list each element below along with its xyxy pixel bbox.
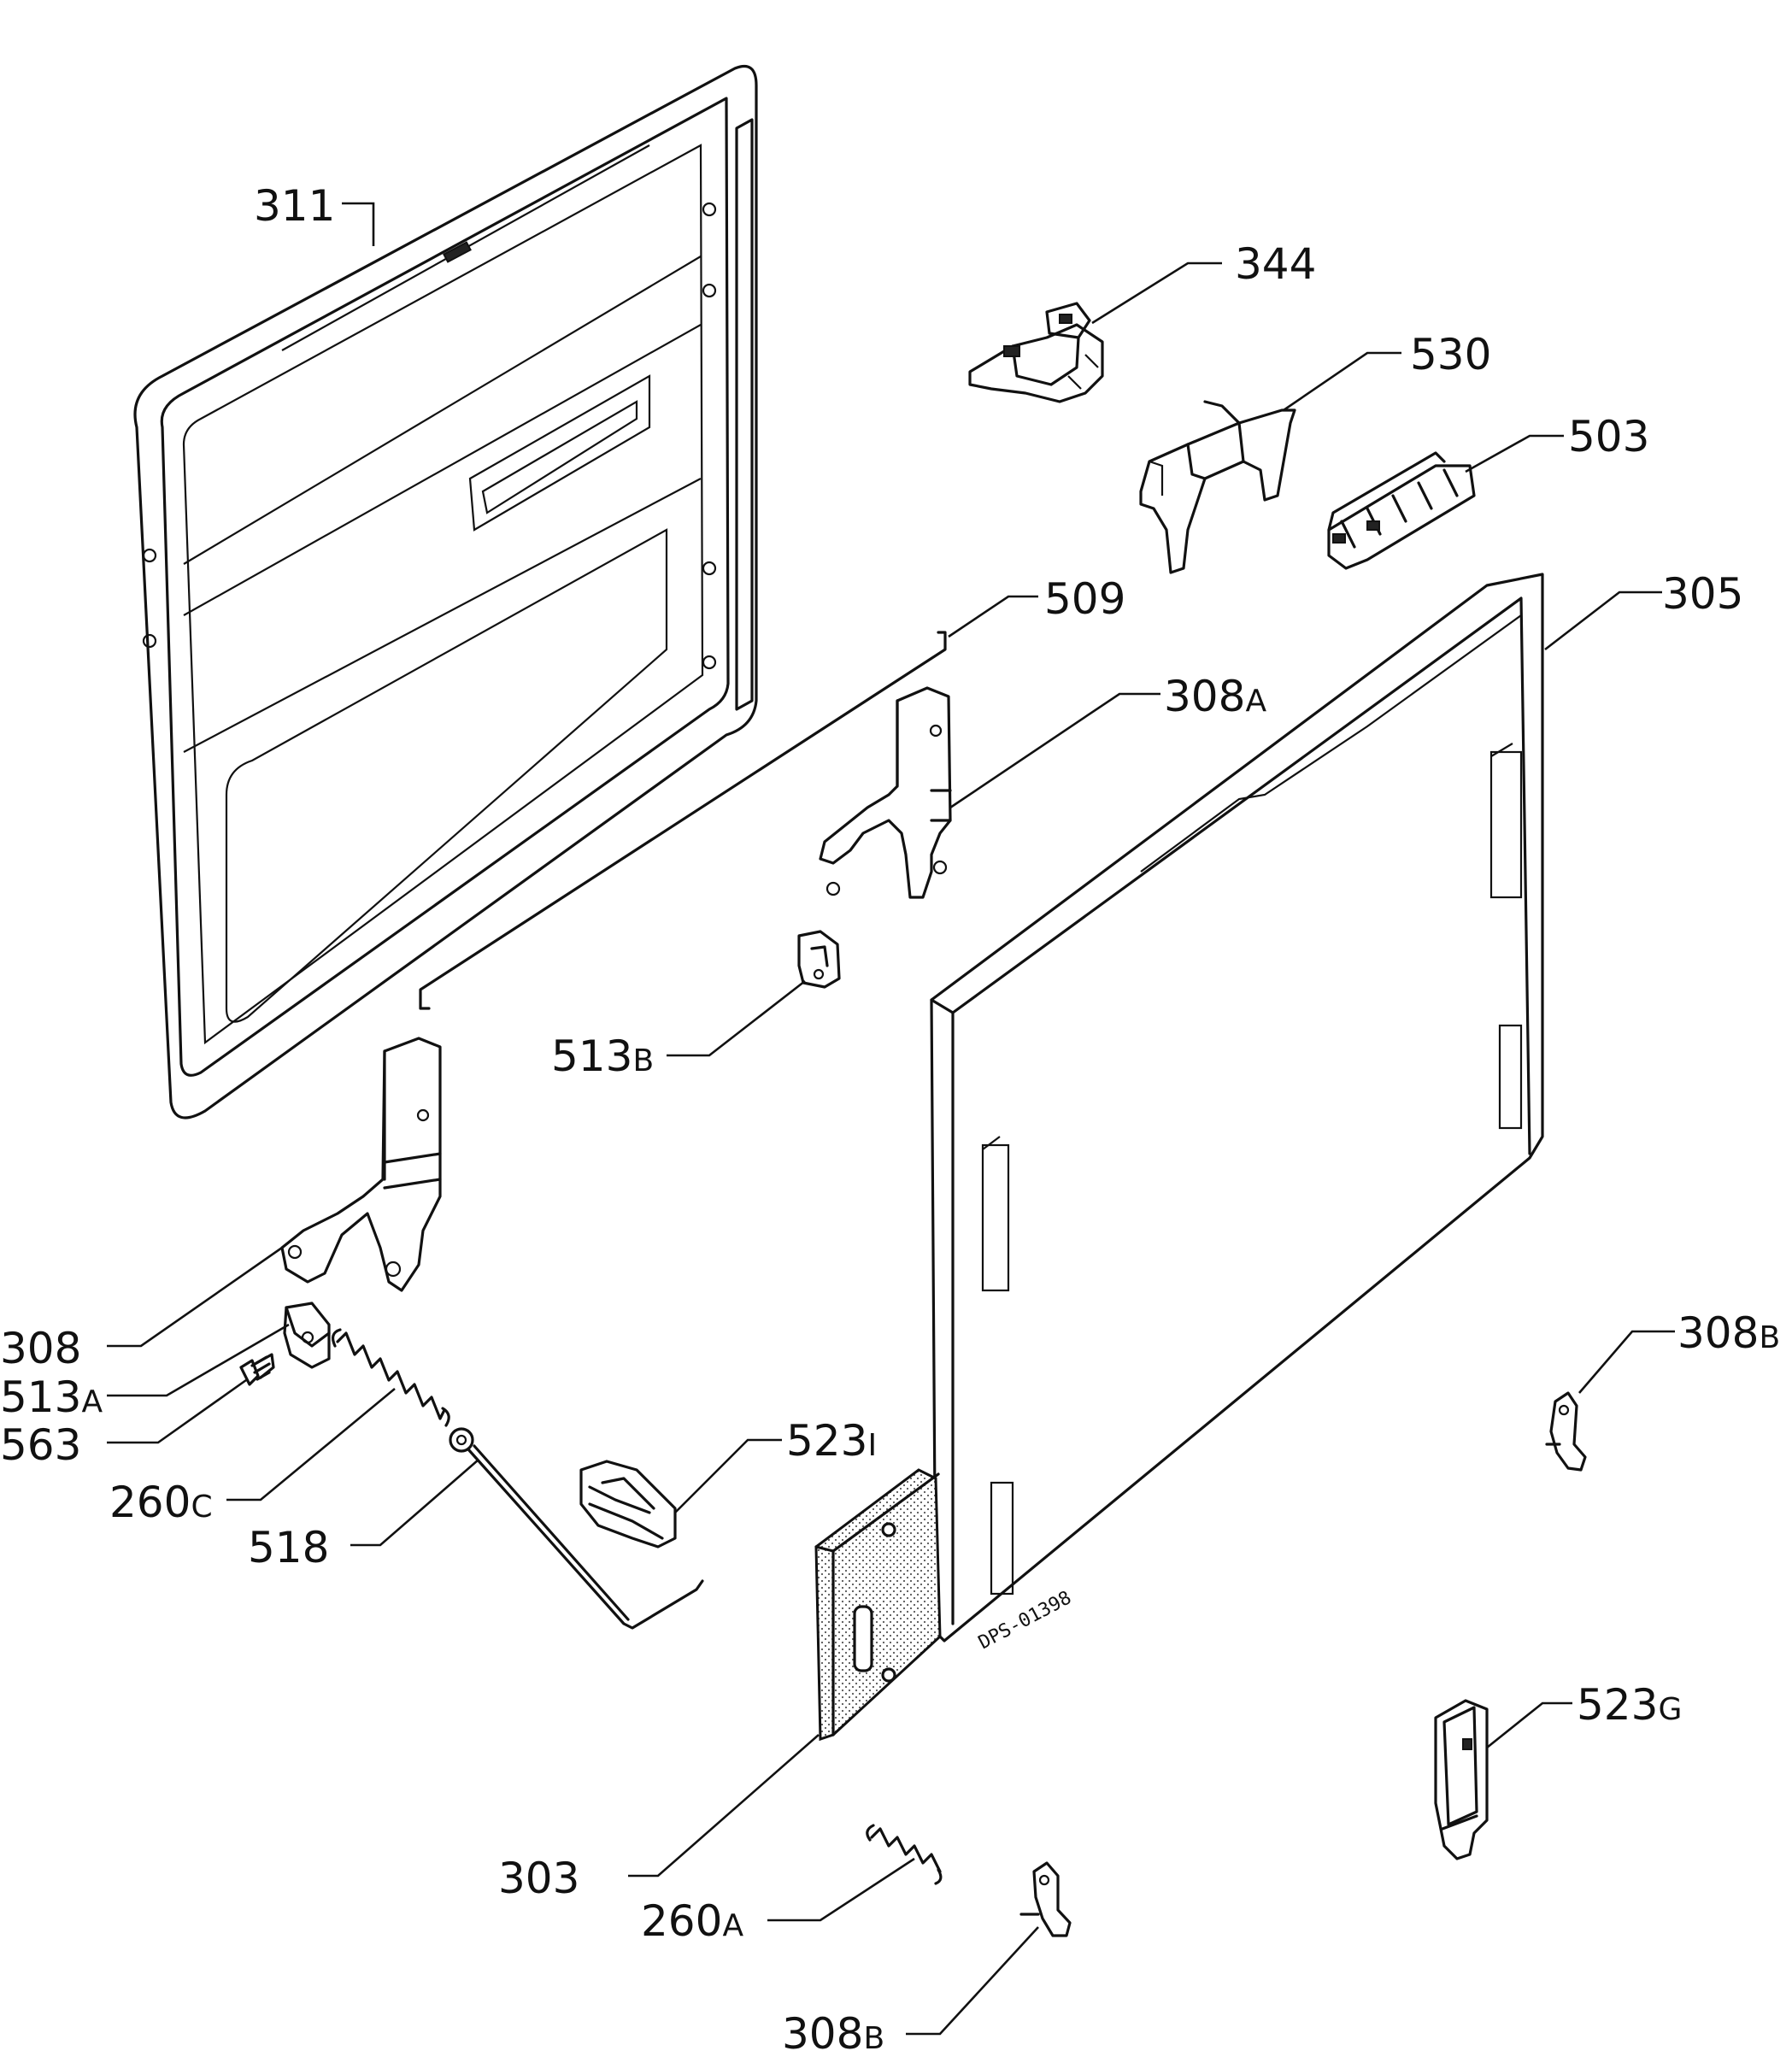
callout-530: 530: [1410, 330, 1491, 379]
part-308b-bottom: [1019, 1861, 1072, 1937]
callout-308b-right: 308B: [1677, 1308, 1780, 1358]
part-509-rod: [419, 631, 947, 1010]
part-513b: [797, 930, 841, 989]
part-523g-latch: [1434, 1699, 1489, 1860]
leader-308a: [949, 692, 1160, 809]
callout-523g: 523G: [1577, 1680, 1682, 1730]
part-260c-spring: [331, 1328, 450, 1427]
callout-513b: 513B: [551, 1031, 654, 1081]
callout-303: 303: [498, 1854, 579, 1903]
callout-513a: 513A: [0, 1372, 103, 1422]
leader-518: [350, 1459, 479, 1547]
leader-513b: [667, 979, 806, 1057]
part-503: [1327, 451, 1476, 570]
part-530: [1139, 400, 1296, 574]
part-518-rod: [449, 1427, 704, 1630]
callout-344: 344: [1235, 239, 1316, 289]
leader-303: [628, 1734, 820, 1878]
part-303-plate: [814, 1468, 942, 1742]
leader-509: [948, 595, 1038, 638]
part-305-outer-door: [930, 573, 1544, 1643]
part-308a-hinge: [819, 686, 952, 899]
callout-308: 308: [0, 1324, 81, 1373]
leader-308b-right: [1578, 1330, 1675, 1394]
leader-311: [342, 202, 375, 246]
callout-260c: 260C: [109, 1478, 213, 1527]
leader-308: [107, 1246, 283, 1348]
callout-308b-bottom: 308B: [782, 2009, 884, 2051]
leader-503: [1465, 434, 1564, 473]
callout-523i: 523I: [786, 1416, 877, 1466]
leader-305: [1544, 591, 1662, 651]
leader-260c: [226, 1387, 396, 1502]
leader-513a: [107, 1323, 290, 1397]
callout-509: 509: [1044, 574, 1125, 624]
part-308b-right: [1545, 1391, 1587, 1472]
leader-530: [1283, 351, 1401, 412]
part-308-hinge: [280, 1037, 442, 1292]
leader-344: [1091, 262, 1222, 325]
part-513a: [283, 1302, 331, 1369]
callout-518: 518: [248, 1523, 329, 1572]
callout-260a: 260A: [641, 1896, 743, 1946]
leader-523i: [674, 1438, 782, 1513]
callout-305: 305: [1662, 569, 1743, 619]
callout-308a: 308A: [1164, 672, 1266, 721]
part-344: [968, 302, 1104, 403]
callout-503: 503: [1568, 412, 1649, 461]
leader-260a: [767, 1857, 915, 1922]
part-311-inner-door: [133, 64, 758, 1120]
callout-563: 563: [0, 1420, 81, 1470]
leader-lines: [107, 202, 1675, 2036]
callout-labels: 311 344 530 503 509 305 308A 513B 308 51…: [0, 181, 1780, 2051]
leader-523g: [1486, 1701, 1572, 1749]
part-523i-catch: [579, 1460, 677, 1549]
leader-563: [107, 1378, 247, 1444]
part-563-screw: [239, 1353, 275, 1386]
leader-308b-bottom: [906, 1926, 1039, 2036]
part-260a-spring: [866, 1824, 943, 1885]
callout-311: 311: [254, 181, 335, 231]
